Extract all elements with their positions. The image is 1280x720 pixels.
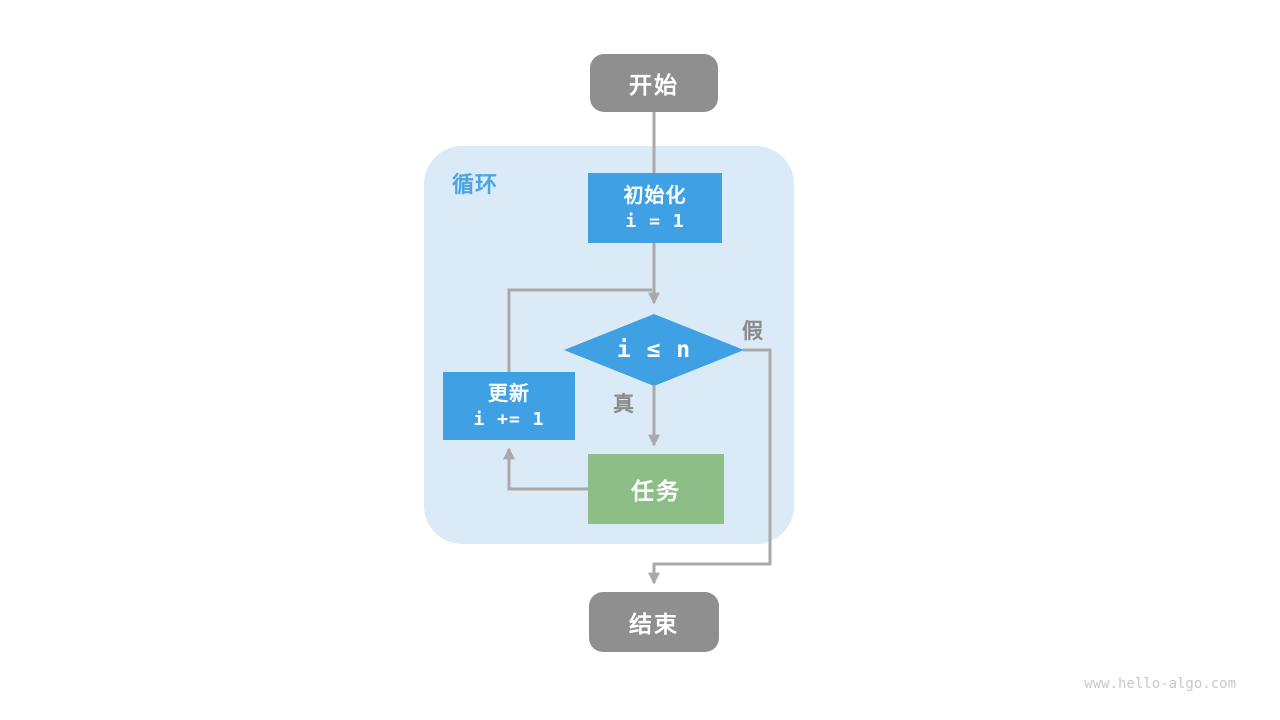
task-node: 任务: [588, 454, 724, 524]
update-node-code: i += 1: [473, 409, 545, 430]
init-node-code: i = 1: [625, 211, 685, 232]
edge-condition-to-end: [648, 348, 772, 585]
update-node: 更新 i += 1: [443, 372, 575, 440]
true-branch-label: 真: [613, 393, 634, 416]
watermark-text: www.hello-algo.com: [1084, 676, 1236, 692]
condition-node-label: i ≤ n: [616, 337, 692, 363]
false-branch-label: 假: [742, 320, 763, 343]
task-node-label: 任务: [631, 478, 681, 504]
update-node-title: 更新: [488, 383, 530, 405]
start-node: 开始: [590, 54, 718, 112]
end-node-label: 结束: [629, 611, 679, 637]
end-node: 结束: [589, 592, 719, 652]
edge-task-to-update: [503, 447, 588, 491]
init-node: 初始化 i = 1: [588, 173, 722, 243]
init-node-title: 初始化: [623, 185, 687, 207]
start-node-label: 开始: [629, 72, 679, 98]
loop-region-label: 循环: [452, 172, 499, 197]
condition-diamond: [564, 314, 744, 386]
edge-update-to-condition: [507, 288, 652, 372]
